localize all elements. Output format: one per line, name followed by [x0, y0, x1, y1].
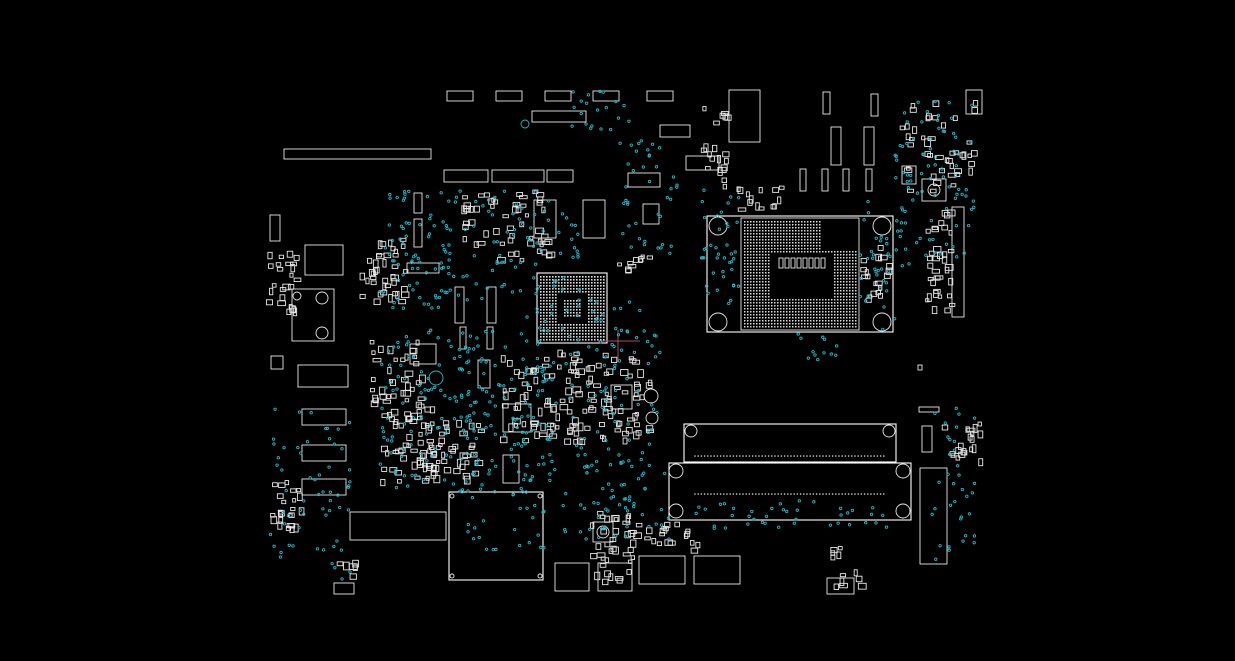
dimm-slots[interactable] — [668, 423, 912, 521]
probe-marker — [598, 330, 640, 362]
via-holes — [268, 89, 977, 581]
right-connectors[interactable] — [901, 89, 983, 565]
top-edge-connectors[interactable] — [446, 89, 761, 171]
chipset-bga[interactable] — [536, 272, 608, 344]
cpu-socket[interactable] — [706, 215, 894, 333]
memory-chips[interactable] — [533, 199, 660, 239]
small-smd-components[interactable] — [265, 100, 984, 590]
lower-center-components[interactable] — [409, 343, 855, 595]
upper-center-slots[interactable] — [443, 169, 661, 188]
left-io-connectors[interactable] — [270, 244, 447, 595]
vertical-components[interactable] — [269, 91, 879, 389]
left-top-header-connector[interactable] — [283, 148, 432, 160]
